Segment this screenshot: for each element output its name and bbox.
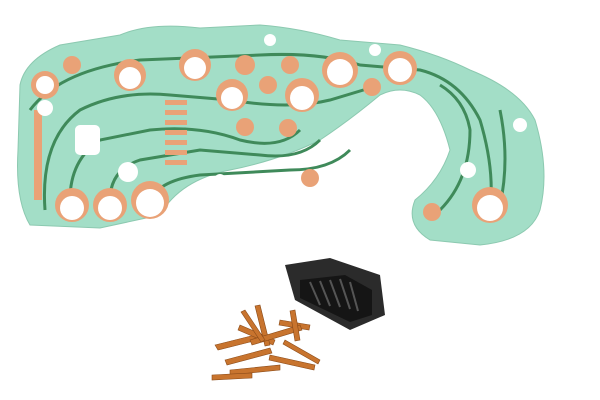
terminal-pins — [211, 304, 321, 381]
board-holes — [36, 34, 527, 221]
circuit-board — [17, 24, 545, 246]
connector-housing — [285, 258, 385, 330]
